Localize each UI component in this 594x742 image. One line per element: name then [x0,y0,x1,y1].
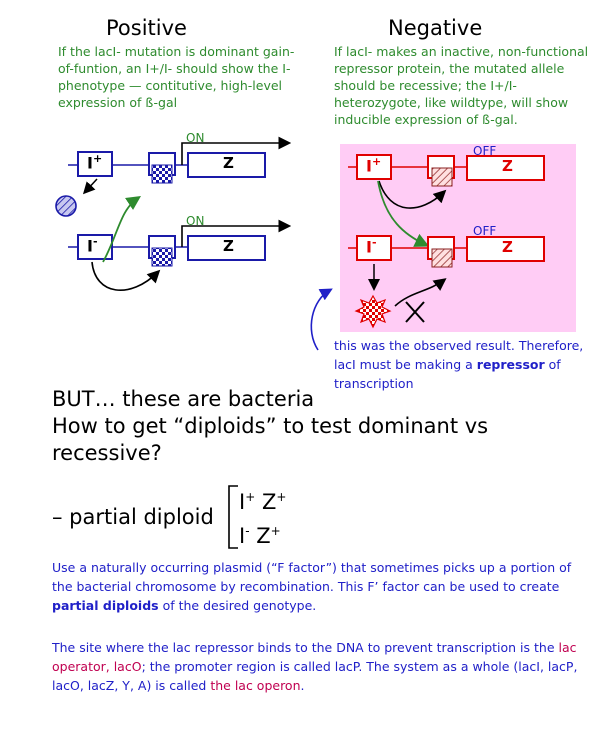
pos-i-minus-label: I- [87,235,98,256]
positive-operon-1 [55,136,292,217]
negative-title: Negative [388,16,483,40]
pos-i-plus-label: I+ [87,152,103,173]
genotype-2: I- Z+ [239,524,281,548]
question-line-1: BUT… these are bacteria [52,387,315,411]
question-line-2: How to get “diploids” to test dominant v… [52,414,489,465]
on-label-2: ON [186,214,205,228]
positive-title: Positive [106,16,187,40]
neg-i-plus-label: I+ [366,155,382,176]
f-factor-paragraph: Use a naturally occurring plasmid (“F fa… [52,560,572,613]
partial-diploid-label: – partial diploid [52,505,214,529]
positive-explanation: If the lacI- mutation is dominant gain-o… [58,44,295,110]
negative-operon-1 [348,154,545,247]
negative-operon-2 [348,235,545,329]
inactive-repressor-icon [354,294,392,329]
neg-z-label-1: Z [502,157,513,175]
negative-explanation: If lacI- makes an inactive, non-function… [334,44,589,127]
genotype-1: I+ Z+ [239,490,287,514]
off-label-2: OFF [473,224,497,238]
pos-z-label-2: Z [223,237,234,255]
on-label-1: ON [186,131,205,145]
diploid-bracket [228,485,238,549]
pos-z-label-1: Z [223,154,234,172]
neg-i-minus-label: I- [366,236,377,257]
off-label-1: OFF [473,144,497,158]
neg-z-label-2: Z [502,238,513,256]
observed-result-note: this was the observed result. Therefore,… [334,338,584,391]
positive-operon-2 [68,196,292,291]
lac-operon-paragraph: The site where the lac repressor binds t… [52,640,578,693]
